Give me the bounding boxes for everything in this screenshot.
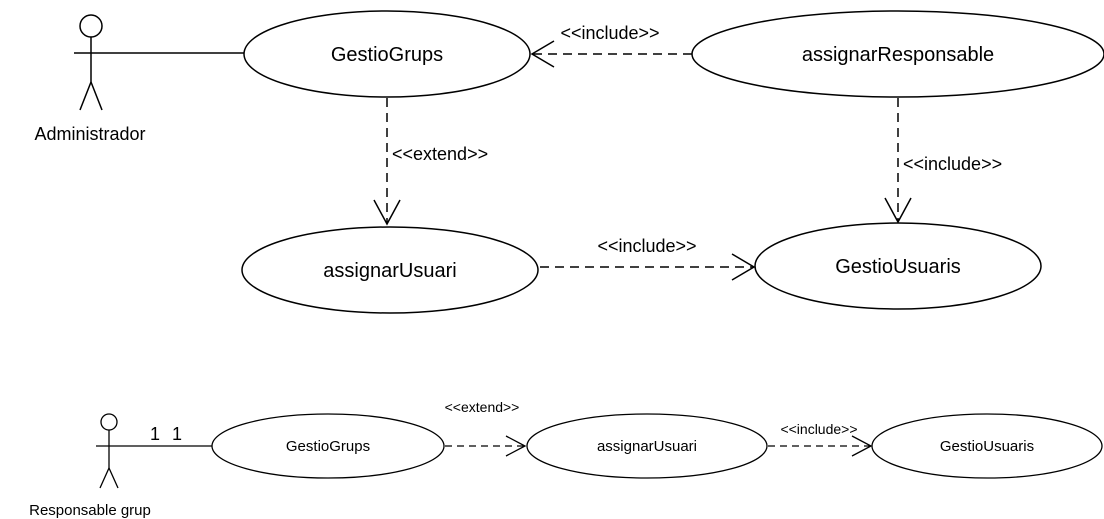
include-arrow-responsable-grups [530, 40, 692, 68]
include-label-responsable-usuaris: <<include>> [903, 154, 1002, 174]
usecase-assignarusuari-bottom[interactable]: assignarUsuari [526, 413, 768, 479]
extend-arrow-bottom [445, 435, 527, 457]
include-arrow-bottom [768, 435, 873, 457]
usecase-assignarusuari-bottom-label: assignarUsuari [597, 438, 697, 455]
include-arrow-usuari-usuaris [540, 253, 756, 281]
usecase-assignarresponsable-label: assignarResponsable [802, 44, 994, 66]
usecase-assignarusuari-top-label: assignarUsuari [323, 260, 456, 282]
actor-responsable-grup-label: Responsable grup [29, 502, 151, 519]
include-arrow-responsable-usuaris [884, 98, 912, 224]
usecase-assignarresponsable[interactable]: assignarResponsable [691, 10, 1104, 98]
multiplicity-usecase-end: 1 [172, 424, 182, 444]
multiplicity-actor-end: 1 [150, 424, 160, 444]
usecase-assignarusuari-top[interactable]: assignarUsuari [241, 226, 539, 314]
usecase-gestiogrups-bottom-label: GestioGrups [286, 438, 370, 455]
include-label-responsable-grups: <<include>> [560, 23, 659, 43]
usecase-gestiogrups-top[interactable]: GestioGrups [243, 10, 531, 98]
extend-label-grups-usuari: <<extend>> [392, 144, 488, 164]
usecase-gestiousuaris-bottom[interactable]: GestioUsuaris [871, 413, 1103, 479]
actor-administrador[interactable] [74, 14, 108, 111]
usecase-gestiogrups-top-label: GestioGrups [331, 44, 443, 66]
usecase-gestiousuaris-top-label: GestioUsuaris [835, 256, 961, 278]
extend-label-bottom: <<extend>> [445, 399, 520, 415]
extend-arrow-grups-usuari [373, 98, 401, 226]
include-label-bottom: <<include>> [780, 421, 857, 437]
actor-administrador-label: Administrador [34, 124, 145, 144]
usecase-gestiousuaris-bottom-label: GestioUsuaris [940, 438, 1034, 455]
usecase-gestiousuaris-top[interactable]: GestioUsuaris [754, 222, 1042, 310]
usecase-gestiogrups-bottom[interactable]: GestioGrups [211, 413, 445, 479]
include-label-usuari-usuaris: <<include>> [597, 236, 696, 256]
actor-responsable-grup[interactable] [96, 413, 122, 489]
